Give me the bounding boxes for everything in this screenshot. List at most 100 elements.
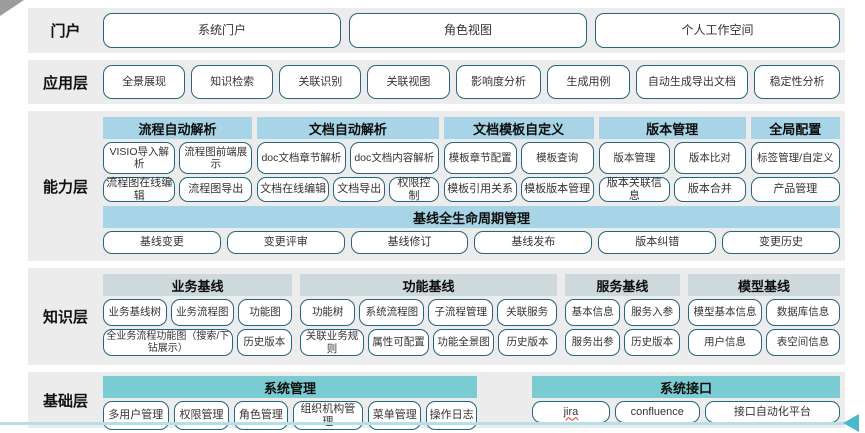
cap-box: 版本合并 (674, 177, 746, 202)
knw-box: 功能全景图 (433, 329, 495, 356)
cap-group-doc-parse: 文档自动解析 doc文档章节解析 doc文档内容解析 文档在线编辑 文档导出 权… (256, 117, 439, 202)
knw-box: 业务流程图 (170, 299, 235, 326)
cap-box: 模板章节配置 (443, 142, 517, 174)
cap-box: 流程图导出 (179, 177, 252, 202)
group-header: 版本管理 (598, 117, 746, 139)
app-box: 知识检索 (191, 65, 274, 99)
cap-box: 模板版本管理 (520, 177, 594, 202)
layer-label-capability: 能力层 (42, 178, 88, 196)
knw-box: 历史版本 (236, 329, 293, 356)
knw-box: 功能树 (300, 299, 356, 326)
app-box: 稳定性分析 (754, 65, 841, 99)
architecture-diagram: 门户 系统门户 角色视图 个人工作空间 应用层 全景展现 知识检索 关联识别 关… (28, 8, 845, 431)
fnd-box: 接口自动化平台 (704, 401, 840, 423)
group-header: 系统接口 (532, 376, 840, 398)
cap-box: 版本关联信息 (598, 177, 671, 202)
knw-box: 模型基本信息 (687, 299, 762, 326)
layer-knowledge: 知识层 业务基线 业务基线树 业务流程图 功能图 全业务流程功能图（搜索/下钻展… (28, 268, 845, 365)
cap-group-global-config: 全局配置 标签管理/自定义 产品管理 (750, 117, 840, 202)
fnd-box: 角色管理 (234, 401, 288, 431)
left-arrowhead-icon (843, 414, 859, 432)
knw-group-function: 功能基线 功能树 系统流程图 子流程管理 关联服务 关联业务规则 属性可配置 功… (300, 274, 557, 359)
app-box: 生成用例 (547, 65, 630, 99)
layer-portal: 门户 系统门户 角色视图 个人工作空间 (28, 8, 845, 53)
bottom-connector-line (0, 422, 845, 425)
baseline-box: 基线发布 (474, 231, 593, 254)
jira-label: jira (563, 405, 579, 418)
knw-box: 关联业务规则 (300, 329, 364, 356)
page-corner-fold (0, 0, 24, 16)
group-header: 流程自动解析 (103, 117, 252, 139)
knw-group-service: 服务基线 基本信息 服务入参 服务出参 历史版本 (564, 274, 680, 359)
knw-group-model: 模型基线 模型基本信息 数据库信息 用户信息 表空间信息 (687, 274, 840, 359)
knw-box: 用户信息 (687, 329, 762, 356)
app-box: 自动生成导出文档 (635, 65, 749, 99)
baseline-box: 变更评审 (226, 231, 345, 254)
group-header: 文档自动解析 (256, 117, 439, 139)
knw-box: 基本信息 (564, 299, 621, 326)
knw-box: 系统流程图 (359, 299, 425, 326)
cap-box: 文档在线编辑 (256, 177, 330, 202)
group-header: 功能基线 (300, 274, 557, 296)
app-box: 全景展现 (103, 65, 186, 99)
cap-group-template: 文档模板自定义 模板章节配置 模板查询 模板引用关系 模板版本管理 (443, 117, 594, 202)
cap-box: VISIO导入解析 (103, 142, 176, 174)
cap-box: 流程图在线编辑 (103, 177, 176, 202)
cap-box: 标签管理/自定义 (750, 142, 840, 174)
knw-box: 表空间信息 (765, 329, 840, 356)
baseline-box: 基线修订 (350, 231, 469, 254)
fnd-box: 权限管理 (173, 401, 230, 431)
fnd-box-jira: jira (532, 401, 610, 423)
knw-box: 全业务流程功能图（搜索/下钻展示） (103, 329, 233, 356)
fnd-group-system-mgmt: 系统管理 多用户管理 权限管理 角色管理 组织机构管理 菜单管理 操作日志 (103, 376, 478, 431)
cap-box: 模板引用关系 (443, 177, 517, 202)
layer-label-foundation: 基础层 (42, 392, 88, 410)
layer-application: 应用层 全景展现 知识检索 关联识别 关联视图 影响度分析 生成用例 自动生成导… (28, 60, 845, 104)
knw-box: 历史版本 (624, 329, 680, 356)
portal-box: 个人工作空间 (595, 13, 840, 48)
knw-box: 子流程管理 (428, 299, 494, 326)
cap-box: 版本比对 (674, 142, 746, 174)
knw-box: 属性可配置 (367, 329, 430, 356)
group-header: 文档模板自定义 (443, 117, 594, 139)
cap-box: 版本管理 (598, 142, 671, 174)
app-box: 关联视图 (367, 65, 450, 99)
group-header: 全局配置 (750, 117, 840, 139)
layer-label-portal: 门户 (50, 23, 81, 40)
fnd-box: confluence (614, 401, 700, 423)
fnd-box: 操作日志 (426, 401, 478, 431)
portal-box: 角色视图 (349, 13, 588, 48)
baseline-box: 变更历史 (722, 231, 840, 254)
baseline-lifecycle-header: 基线全生命周期管理 (103, 206, 840, 228)
fnd-box: 菜单管理 (368, 401, 422, 431)
cap-group-version: 版本管理 版本管理 版本比对 版本关联信息 版本合并 (598, 117, 746, 202)
layer-capability: 能力层 流程自动解析 VISIO导入解析 流程图前端展示 流程图在线编辑 流程图… (28, 111, 845, 261)
knw-box: 业务基线树 (103, 299, 167, 326)
cap-box: 产品管理 (750, 177, 840, 202)
portal-box: 系统门户 (103, 13, 342, 48)
layer-foundation: 基础层 系统管理 多用户管理 权限管理 角色管理 组织机构管理 菜单管理 操作日… (28, 372, 845, 431)
knw-box: 数据库信息 (765, 299, 840, 326)
app-box: 影响度分析 (455, 65, 542, 99)
group-header: 业务基线 (103, 274, 293, 296)
cap-group-process-parse: 流程自动解析 VISIO导入解析 流程图前端展示 流程图在线编辑 流程图导出 (103, 117, 252, 202)
knw-box: 历史版本 (498, 329, 557, 356)
group-header: 系统管理 (103, 376, 477, 398)
cap-box: doc文档内容解析 (349, 142, 439, 174)
cap-box: 流程图前端展示 (179, 142, 252, 174)
cap-box: 模板查询 (520, 142, 594, 174)
knw-box: 关联服务 (497, 299, 557, 326)
layer-label-application: 应用层 (42, 74, 88, 92)
knw-box: 服务出参 (564, 329, 621, 356)
cap-box: 文档导出 (333, 177, 386, 202)
cap-box: 权限控制 (389, 177, 439, 202)
fnd-box: 组织机构管理 (292, 401, 364, 431)
knw-box: 功能图 (238, 299, 293, 326)
group-header: 模型基线 (687, 274, 840, 296)
fnd-box: 多用户管理 (103, 401, 169, 431)
group-header: 服务基线 (564, 274, 680, 296)
cap-box: doc文档章节解析 (256, 142, 346, 174)
knw-group-business: 业务基线 业务基线树 业务流程图 功能图 全业务流程功能图（搜索/下钻展示） 历… (103, 274, 293, 359)
baseline-box: 基线变更 (103, 231, 221, 254)
knw-box: 服务入参 (624, 299, 680, 326)
